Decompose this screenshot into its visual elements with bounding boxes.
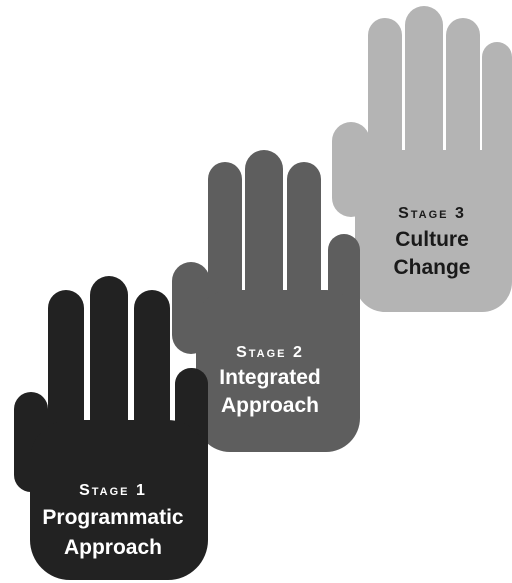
- stage-3-title-line1: Culture: [395, 228, 469, 251]
- stage-1-title-line1: Programmatic: [42, 506, 184, 529]
- stage-3-hand-shape: [332, 6, 512, 312]
- stage-2-title-line1: Integrated: [219, 366, 321, 389]
- stage-3-hand: Stage 3 Culture Change: [332, 6, 512, 312]
- stage-2-kicker: Stage 2: [236, 344, 304, 361]
- stage-1-hand-shape: [14, 276, 208, 580]
- stage-2-hand-shape: [172, 150, 360, 452]
- stage-2-title-line2: Approach: [221, 394, 319, 417]
- stage-3-title-line2: Change: [393, 256, 470, 279]
- stage-2-hand: Stage 2 Integrated Approach: [172, 150, 360, 452]
- stage-1-hand: Stage 1 Programmatic Approach: [14, 276, 208, 580]
- stage-3-kicker: Stage 3: [398, 205, 466, 222]
- stage-1-title-line2: Approach: [64, 536, 162, 559]
- stage-1-kicker: Stage 1: [79, 482, 147, 499]
